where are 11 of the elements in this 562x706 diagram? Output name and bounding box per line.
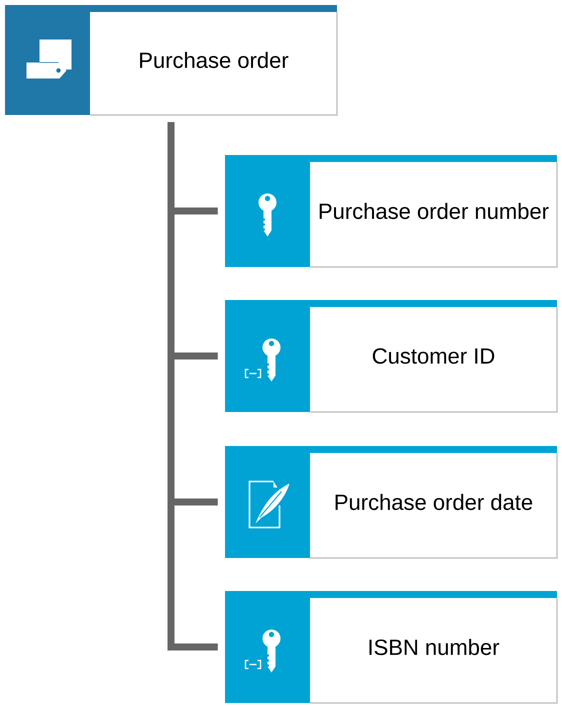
entity-box: Customer ID [225,300,558,413]
node-label: ISBN number [370,638,500,656]
node-label: Purchase order number [320,202,549,220]
node-label: Purchase order [140,52,288,68]
connector-line [168,122,218,650]
node-label: Purchase order date [336,494,532,510]
entity-box: ISBN number [225,591,558,704]
node-label: Customer ID [372,348,494,364]
entity-box: Purchase order [5,5,338,116]
entity-box: Purchase order number [225,155,558,268]
entity-box: Purchase order date [225,446,558,559]
